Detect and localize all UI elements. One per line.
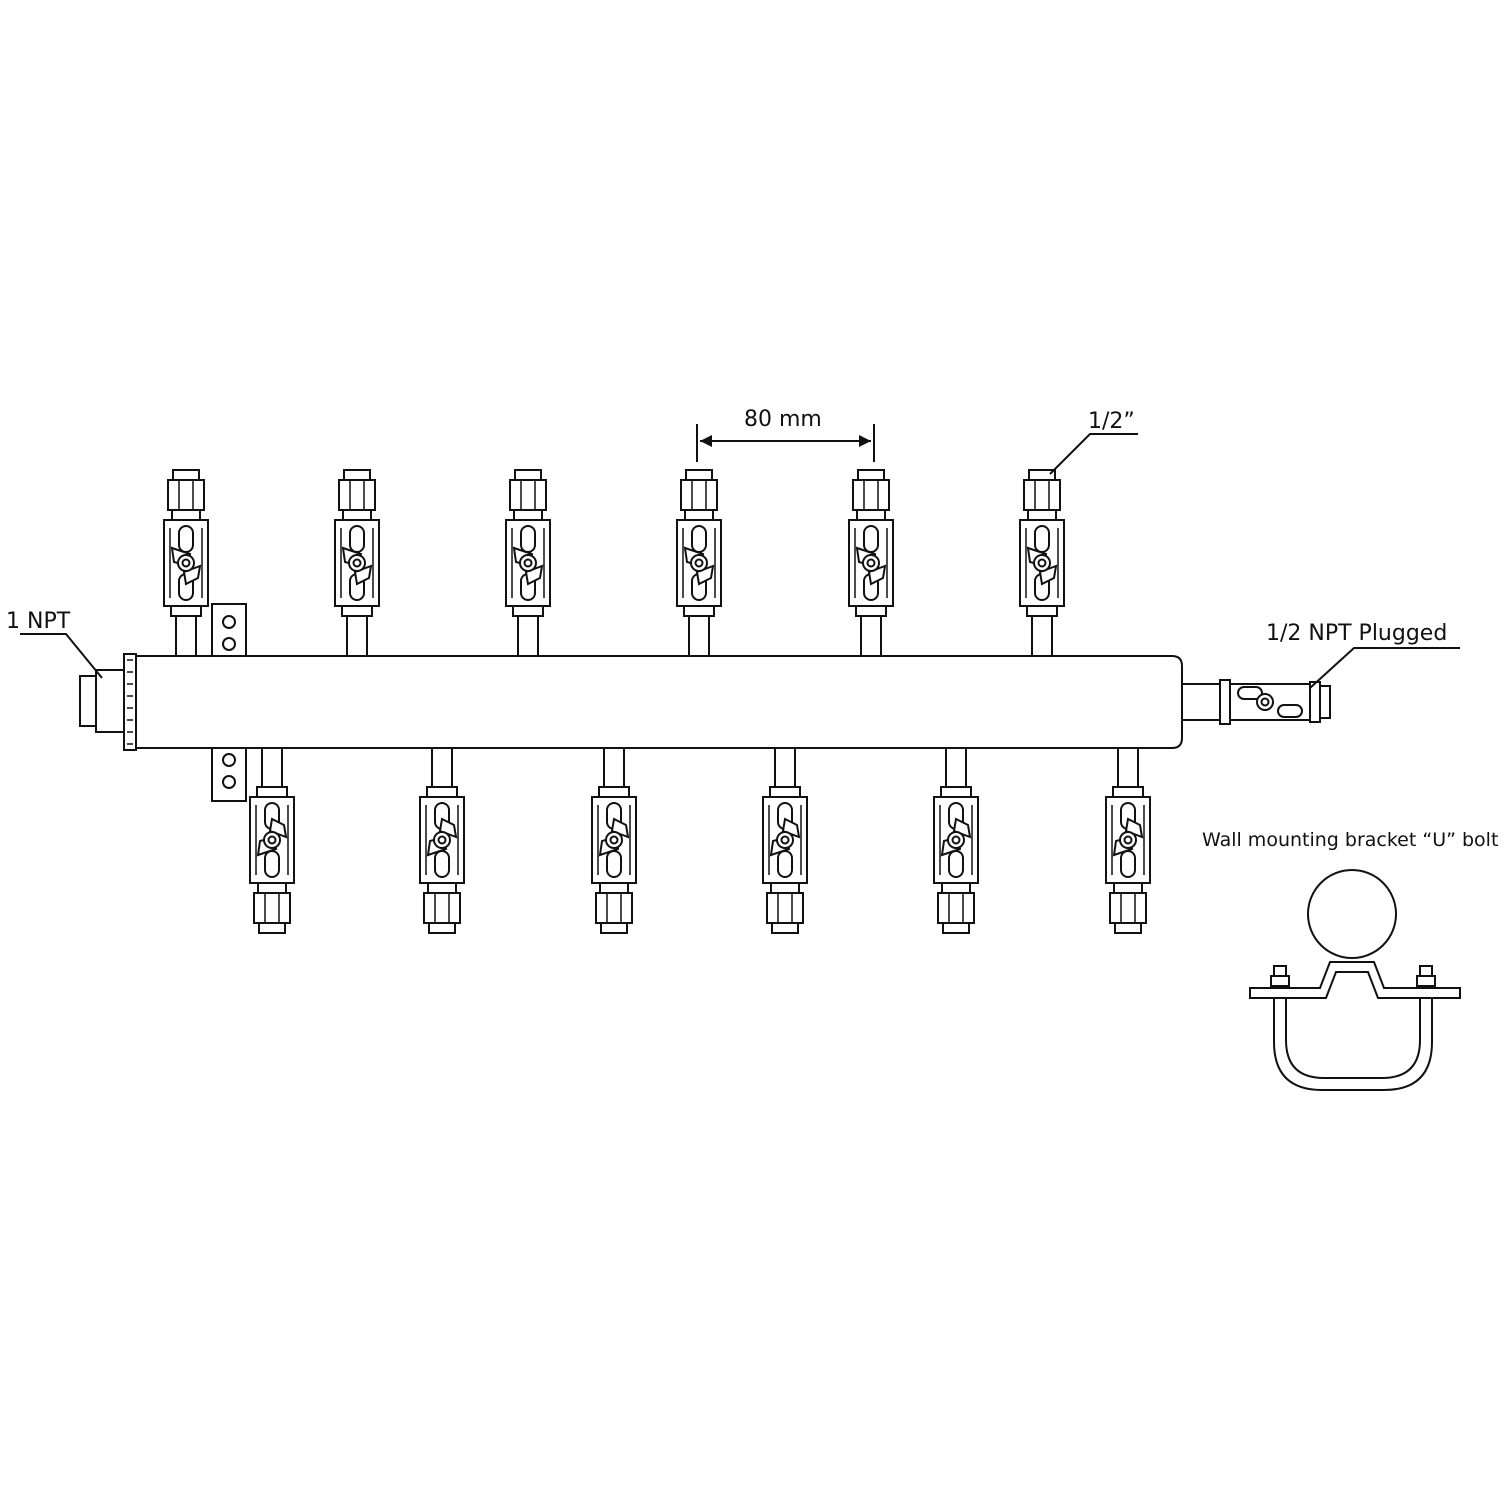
label-bracket-caption: Wall mounting bracket “U” bolt [1202,829,1498,851]
valve-bottom-6 [1105,744,1151,934]
mounting-plate-bottom [211,744,247,802]
callout-outlet-size: 1/2” [1049,409,1138,475]
label-end-plug: 1/2 NPT Plugged [1266,621,1447,646]
valve-bottom-1 [249,744,295,934]
dimension-spacing: 80 mm [696,407,875,462]
bracket-bolt-left [1270,965,1290,989]
bracket-bolt-right [1416,965,1436,989]
mounting-plate-top [211,603,247,659]
valve-bottom-3 [591,744,637,934]
callout-inlet: 1 NPT [6,609,103,679]
valve-top-6 [1019,469,1065,659]
callout-end-plug: 1/2 NPT Plugged [1266,621,1460,689]
valve-top-3 [505,469,551,659]
end-plug-valve [1181,679,1331,725]
valve-bottom-4 [762,744,808,934]
valve-bottom-5 [933,744,979,934]
inlet-nipple [79,669,125,733]
label-outlet-size: 1/2” [1088,409,1135,434]
valve-top-5 [848,469,894,659]
label-spacing: 80 mm [744,407,822,432]
bracket-plate [1249,961,1461,999]
label-inlet: 1 NPT [6,609,71,634]
bottom-valve-row [249,744,1151,934]
valve-top-4 [676,469,722,659]
u-bolt-bracket-illustration: Wall mounting bracket “U” bolt [1202,829,1498,1091]
valve-bottom-2 [419,744,465,934]
manifold-pipe [123,653,1183,751]
valve-top-1 [163,469,209,659]
valve-top-2 [334,469,380,659]
pipe-section-circle [1307,869,1397,959]
top-valve-row [163,469,1065,659]
manifold-assembly [79,469,1331,934]
